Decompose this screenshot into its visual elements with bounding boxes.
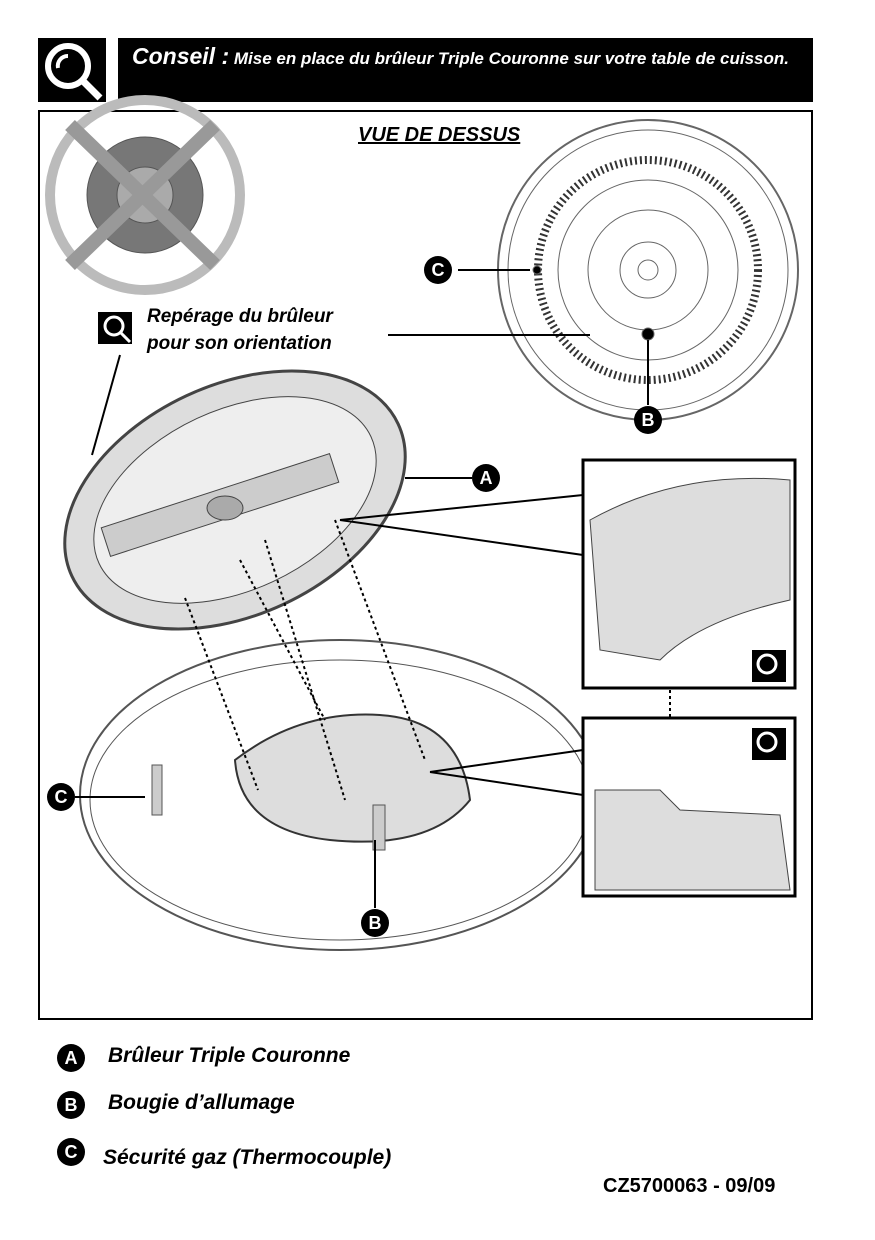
- document-reference: CZ5700063 - 09/09: [603, 1175, 776, 1197]
- burner-cap-part: [63, 369, 407, 631]
- callout-line-1: Repérage du brûleur: [147, 306, 333, 327]
- header-title: Mise en place du brûleur Triple Couronne…: [233, 49, 789, 68]
- marker-b-top: B: [634, 406, 662, 434]
- callout-line-2: pour son orientation: [147, 333, 332, 354]
- legend-label-a: Brûleur Triple Couronne: [108, 1044, 351, 1067]
- header-banner: Conseil : Mise en place du brûleur Tripl…: [118, 38, 813, 102]
- legend-label-b: Bougie d’allumage: [108, 1091, 295, 1114]
- magnifier-icon: [38, 38, 106, 102]
- detail-inset-bottom: [581, 716, 797, 898]
- legend-key-b: B: [57, 1091, 85, 1119]
- view-label: VUE DE DESSUS: [358, 124, 521, 146]
- legend-key-a: A: [57, 1044, 85, 1072]
- legend-label-c: Sécurité gaz (Thermocouple): [103, 1146, 392, 1169]
- hob-base-part: [79, 639, 601, 951]
- marker-b-bottom: B: [361, 909, 389, 937]
- marker-c-top: C: [424, 256, 452, 284]
- detail-inset-top: [581, 458, 797, 690]
- orientation-callout: Repérage du brûleur pour son orientation: [147, 303, 333, 357]
- marker-c-bottom: C: [47, 783, 75, 811]
- header-title-strong: Conseil :: [132, 43, 230, 69]
- marker-a: A: [472, 464, 500, 492]
- burner-thumbnail: [45, 95, 245, 295]
- legend-key-c: C: [57, 1138, 85, 1166]
- diagram-frame: [38, 110, 813, 1020]
- callout-magnifier-icon: [98, 312, 132, 344]
